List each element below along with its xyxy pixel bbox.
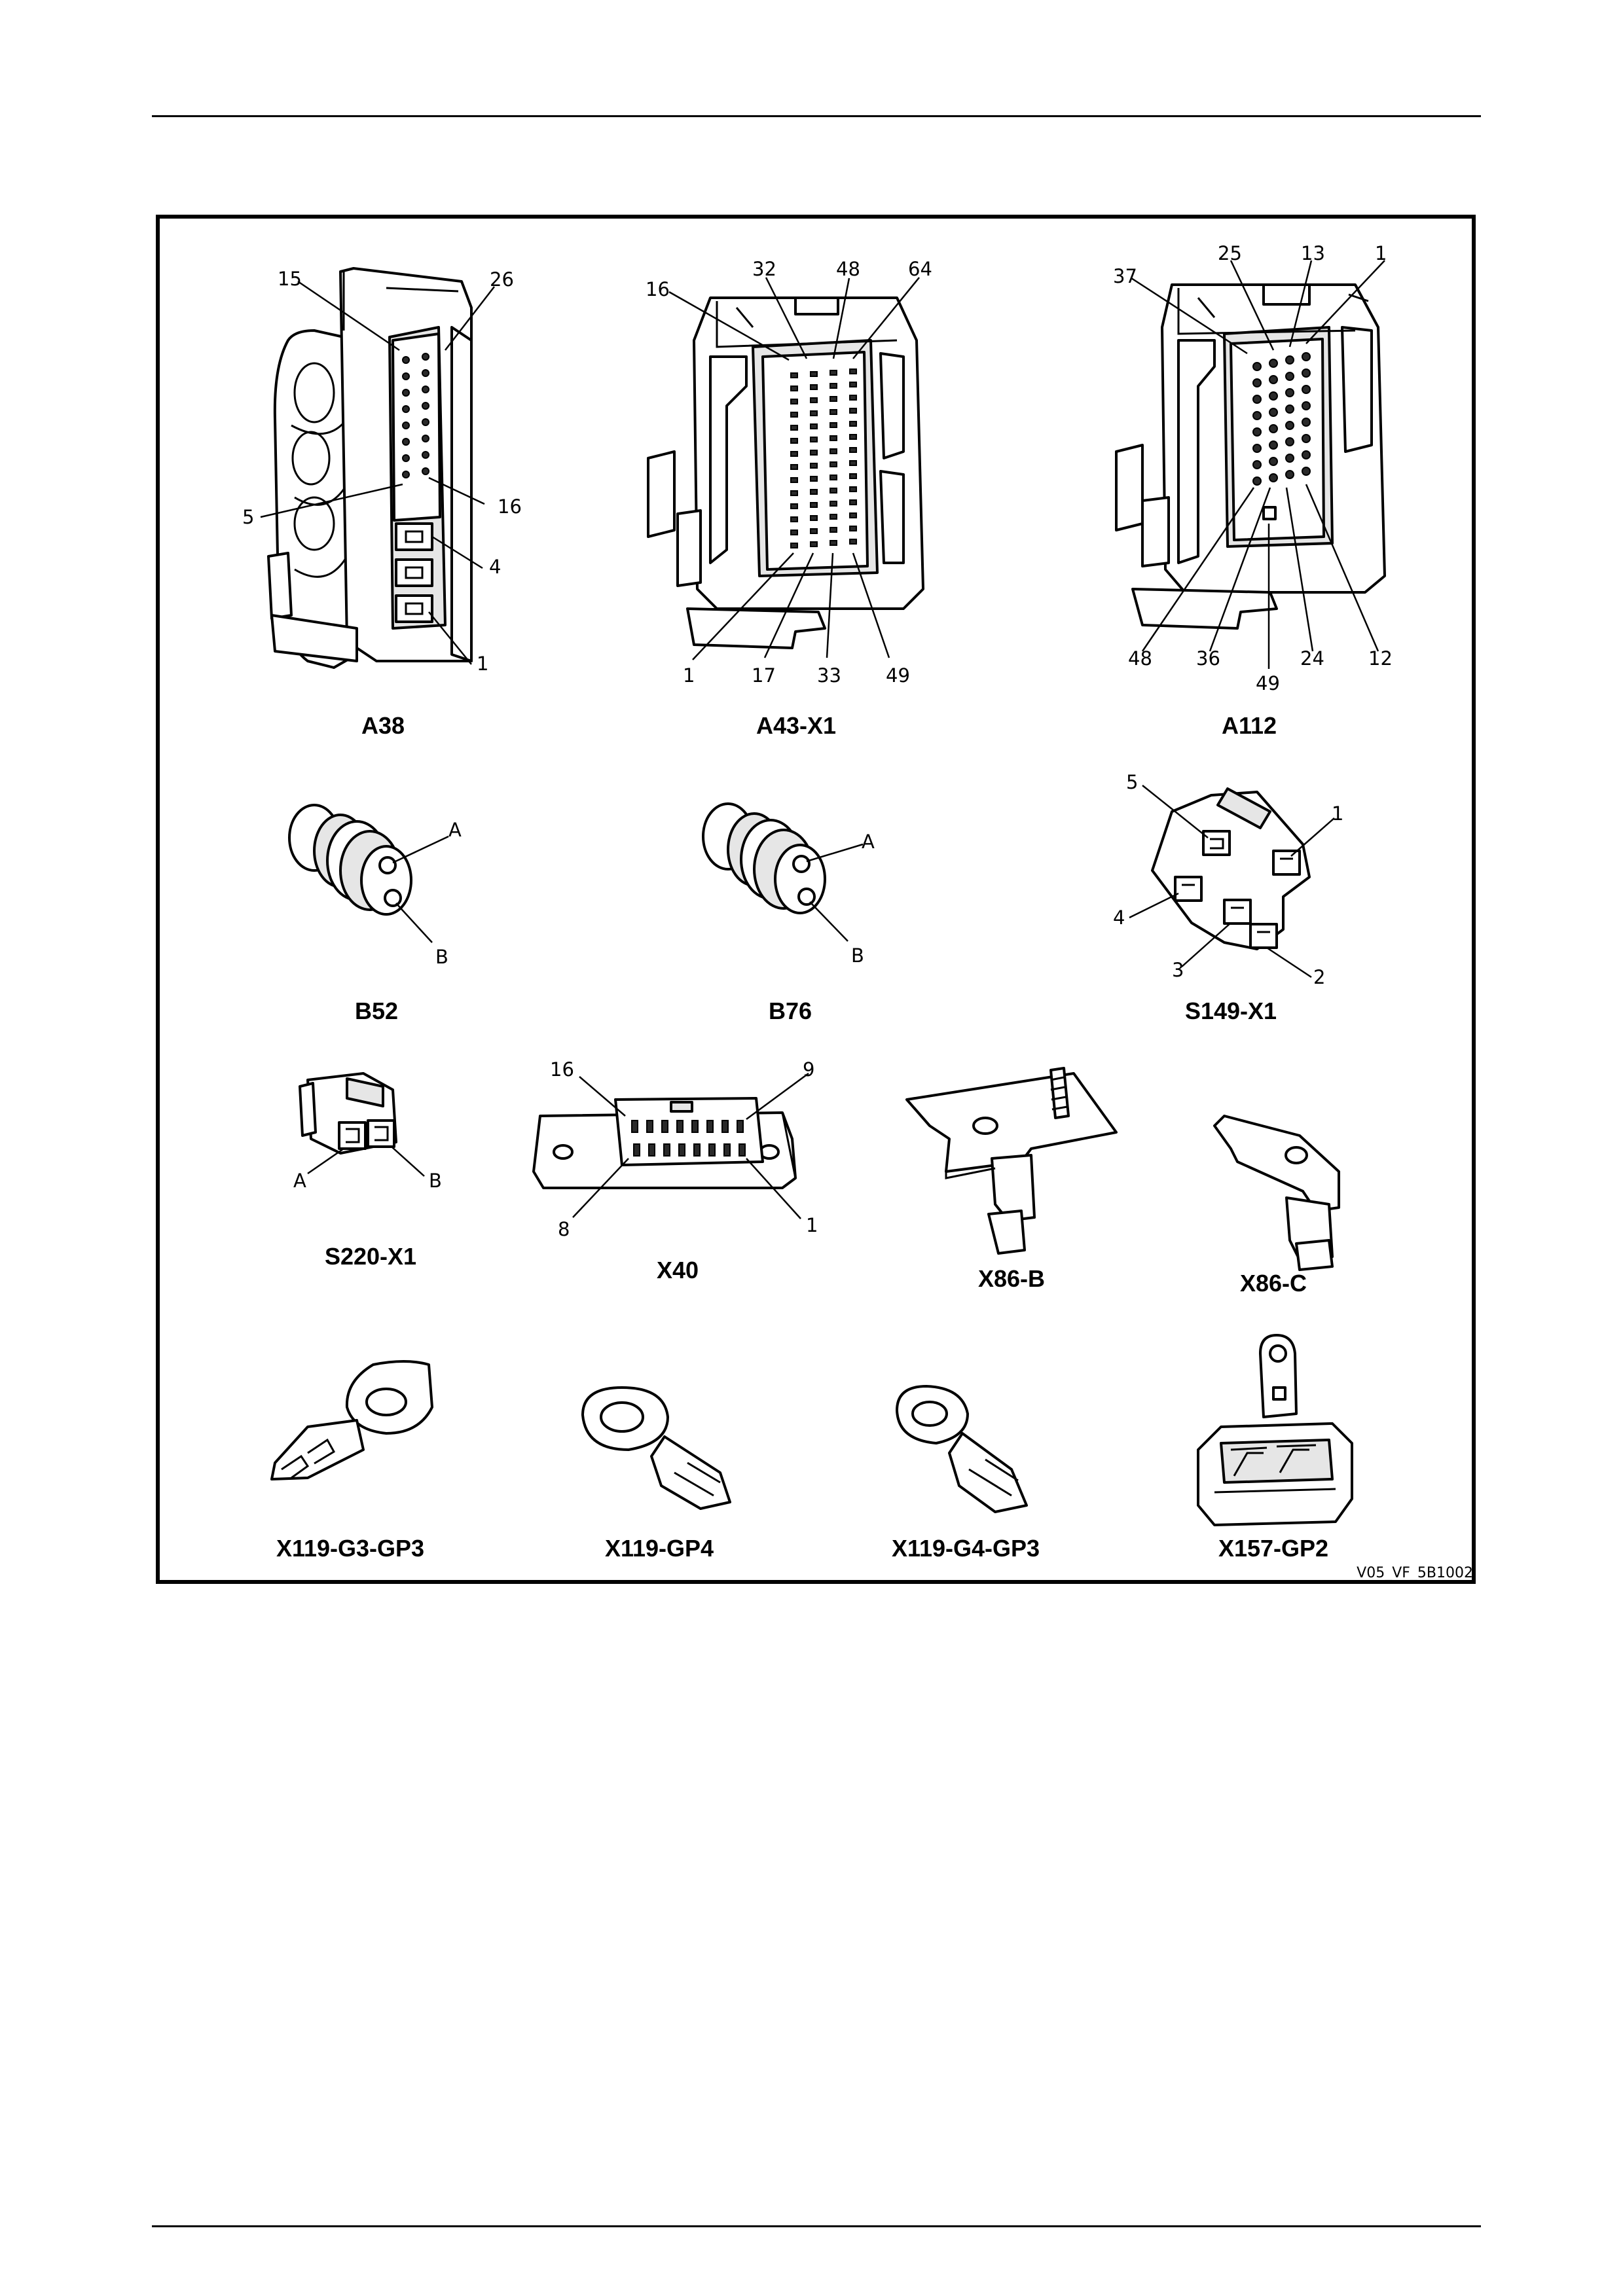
a43-x1-pin-49-label: 49: [886, 664, 910, 687]
connector-x119-g3-gp3: X119-G3-GP3: [272, 1361, 432, 1562]
s220-x1-pin-b-label: B: [429, 1170, 442, 1192]
connector-a112-drawing: [1116, 285, 1385, 628]
s149-x1-pin-2-label: 2: [1313, 966, 1325, 988]
b52-pin-a-label: A: [448, 819, 462, 841]
connector-x119-g4-gp3-drawing: [897, 1386, 1027, 1512]
x40-caption: X40: [657, 1257, 699, 1283]
a43-x1-pin-1-label: 1: [683, 664, 695, 687]
connector-x119-gp4-drawing: [583, 1388, 730, 1509]
connector-s220-x1-drawing: [300, 1073, 396, 1153]
a43-x1-pin-16-label: 16: [646, 278, 670, 300]
s149-x1-pin-1-label: 1: [1332, 802, 1343, 825]
connector-b52-drawing: [289, 805, 411, 914]
x119-g3-gp3-caption: X119-G3-GP3: [276, 1535, 424, 1562]
a112-pin-36-label: 36: [1196, 647, 1220, 670]
connector-s220-x1-leaders: [308, 1147, 424, 1176]
a38-pin-1-label: 1: [477, 653, 488, 675]
connector-x86-c-drawing: [1214, 1116, 1339, 1270]
connector-x119-gp4: X119-GP4: [583, 1388, 730, 1562]
connector-a43-x1-drawing: [648, 298, 923, 648]
a43-x1-pin-32-label: 32: [752, 258, 776, 280]
a38-pin-26-label: 26: [490, 268, 514, 291]
b76-caption: B76: [769, 997, 812, 1024]
b76-pin-b-label: B: [851, 944, 864, 967]
x157-gp2-caption: X157-GP2: [1218, 1535, 1328, 1562]
s149-x1-caption: S149-X1: [1185, 997, 1277, 1024]
figure-code-label: V05_VF_5B1002: [1357, 1565, 1473, 1581]
connector-a112: 37 25 13 1 48 36 49 24 12 A112: [1113, 242, 1393, 739]
connector-b76-drawing: [703, 804, 825, 913]
a112-pin-13-label: 13: [1301, 242, 1325, 264]
footer-rule: [152, 2225, 1481, 2227]
s149-x1-pin-4-label: 4: [1113, 906, 1125, 929]
x119-g4-gp3-caption: X119-G4-GP3: [892, 1535, 1040, 1562]
connector-x119-g4-gp3: X119-G4-GP3: [892, 1386, 1040, 1562]
a38-caption: A38: [361, 712, 405, 739]
x119-gp4-caption: X119-GP4: [605, 1535, 714, 1562]
a112-pin-48-label: 48: [1128, 647, 1152, 670]
a43-x1-pin-48-label: 48: [836, 258, 860, 280]
connector-a38-drawing: [268, 268, 471, 668]
s149-x1-pin-3-label: 3: [1172, 959, 1184, 981]
a112-caption: A112: [1222, 712, 1277, 739]
b52-caption: B52: [355, 997, 398, 1024]
connector-x119-g3-gp3-drawing: [272, 1361, 432, 1479]
connector-a38: 15 26 5 16 4 1 A38: [242, 268, 522, 739]
a112-pin-1-label: 1: [1375, 242, 1387, 264]
a43-x1-pin-17-label: 17: [752, 664, 776, 687]
x40-pin-9-label: 9: [803, 1058, 814, 1081]
connector-b76: A B B76: [703, 804, 875, 1024]
a43-x1-caption: A43-X1: [756, 712, 836, 739]
x40-pin-16-label: 16: [550, 1058, 574, 1081]
a112-pin-12-label: 12: [1368, 647, 1393, 670]
connector-x86-b-drawing: [907, 1068, 1116, 1253]
connector-x40: 16 9 8 1 X40: [534, 1058, 818, 1283]
a38-pin-4-label: 4: [489, 556, 501, 578]
a112-pin-24-label: 24: [1300, 647, 1324, 670]
b76-pin-a-label: A: [862, 831, 875, 853]
x40-pin-1-label: 1: [806, 1214, 818, 1236]
x86-b-caption: X86-B: [978, 1265, 1045, 1292]
connector-s220-x1: A B S220-X1: [293, 1073, 442, 1270]
connector-x157-gp2-drawing: [1198, 1335, 1352, 1525]
s149-x1-pin-5-label: 5: [1126, 771, 1138, 793]
x40-pin-8-label: 8: [558, 1218, 570, 1240]
connector-a43-x1: 16 32 48 64 1 17 33 49 A43-X1: [646, 258, 932, 739]
connector-b52: A B B52: [289, 805, 462, 1024]
a43-x1-pin-64-label: 64: [908, 258, 932, 280]
a38-pin-15-label: 15: [278, 268, 302, 290]
a43-x1-pin-33-label: 33: [817, 664, 841, 687]
a112-pin-49-label: 49: [1256, 672, 1280, 694]
s220-x1-pin-a-label: A: [293, 1170, 306, 1192]
s220-x1-caption: S220-X1: [325, 1243, 416, 1270]
connector-x86-b: X86-B: [907, 1068, 1116, 1292]
x86-c-caption: X86-C: [1240, 1270, 1307, 1297]
b52-pin-b-label: B: [435, 946, 448, 968]
connector-x157-gp2: X157-GP2: [1198, 1335, 1352, 1562]
connector-s149-x1: 5 1 4 3 2 S149-X1: [1113, 771, 1343, 1024]
a38-pin-16-label: 16: [498, 495, 522, 518]
a38-pin-5-label: 5: [242, 506, 254, 528]
a112-pin-25-label: 25: [1218, 242, 1242, 264]
connector-x86-c: X86-C: [1214, 1116, 1339, 1297]
a112-pin-37-label: 37: [1113, 265, 1137, 287]
